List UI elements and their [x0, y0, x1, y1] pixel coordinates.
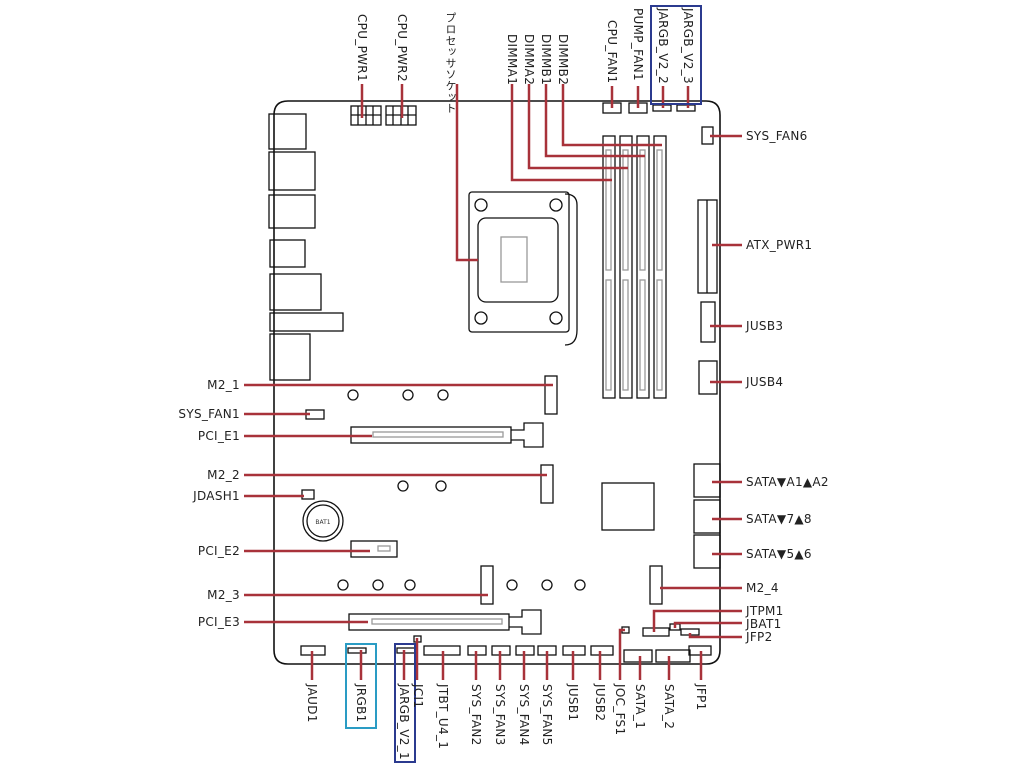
label-jaud1: JAUD1 [305, 684, 319, 723]
label-m2-3: M2_3 [207, 588, 240, 602]
label-cpu-pwr1: CPU_PWR1 [355, 14, 369, 82]
label-atx-pwr1: ATX_PWR1 [746, 238, 813, 252]
highlight-jrgb1 [345, 643, 377, 729]
label-jfp1: JFP1 [694, 684, 708, 711]
label-sys-fan2: SYS_FAN2 [469, 684, 483, 746]
label-sata-a1-a2: SATA▼A1▲A2 [746, 475, 829, 489]
highlight-jargb-v2-1 [394, 643, 416, 763]
label-pump-fan1: PUMP_FAN1 [631, 8, 645, 81]
label-sys-fan1: SYS_FAN1 [178, 407, 240, 421]
label-jci1: JCI1 [411, 684, 425, 709]
label-jfp2: JFP2 [746, 630, 773, 644]
label-jargb-v2-2: JARGB_V2_2 [656, 8, 670, 84]
label-dimma1: DIMMA1 [505, 34, 519, 86]
label-jtpm1: JTPM1 [746, 604, 784, 618]
label-jbat1: JBAT1 [746, 617, 782, 631]
label-pci-e1: PCI_E1 [197, 429, 240, 443]
label-cpu-pwr2: CPU_PWR2 [395, 14, 409, 82]
label-sys-fan5: SYS_FAN5 [540, 684, 554, 746]
label-jargb-v2-3: JARGB_V2_3 [681, 8, 695, 84]
chipset [601, 482, 655, 531]
label-jusb2: JUSB2 [593, 684, 607, 722]
label-pci-e3: PCI_E3 [197, 615, 240, 629]
highlight-jargb-v2-top [650, 5, 702, 105]
label-cpu-fan1: CPU_FAN1 [605, 20, 619, 84]
label-sata-7-8: SATA▼7▲8 [746, 512, 812, 526]
label-m2-1: M2_1 [207, 378, 240, 392]
rear-io-panel [268, 113, 344, 381]
label-sys-fan3: SYS_FAN3 [493, 684, 507, 746]
label-dimma2: DIMMA2 [522, 34, 536, 86]
leader-lines [244, 84, 742, 680]
pcie-slots [348, 422, 544, 635]
label-dimmb2: DIMMB2 [556, 34, 570, 86]
label-jrgb1: JRGB1 [354, 684, 368, 723]
cpu-pwr-connectors [350, 105, 417, 126]
label-m2-4: M2_4 [746, 581, 779, 595]
label-processor-socket: プロセッサソケット [444, 12, 457, 114]
label-m2-2: M2_2 [207, 468, 240, 482]
dimm-slots [602, 135, 667, 399]
label-jdash1: JDASH1 [193, 489, 240, 503]
label-sata-5-6: SATA▼5▲6 [746, 547, 812, 561]
label-pci-e2: PCI_E2 [197, 544, 240, 558]
label-jusb4: JUSB4 [746, 375, 784, 389]
label-sata-1: SATA_1 [633, 684, 647, 730]
label-jusb1: JUSB1 [566, 684, 580, 722]
atx-power-connector [697, 199, 718, 294]
label-sata-2: SATA_2 [662, 684, 676, 730]
label-jtbt-u4-1: JTBT_U4_1 [436, 684, 450, 750]
battery-cr2032 [302, 500, 344, 542]
standoff-holes [337, 389, 586, 591]
label-sys-fan6: SYS_FAN6 [746, 129, 808, 143]
label-jusb3: JUSB3 [746, 319, 784, 333]
label-joc-fs1: JOC_FS1 [613, 684, 627, 736]
board-outline [273, 100, 721, 665]
cpu-socket [468, 191, 578, 346]
battery-label: BAT1 [315, 519, 330, 526]
label-dimmb1: DIMMB1 [539, 34, 553, 86]
label-jargb-v2-1: JARGB_V2_1 [397, 684, 411, 760]
label-sys-fan4: SYS_FAN4 [517, 684, 531, 746]
